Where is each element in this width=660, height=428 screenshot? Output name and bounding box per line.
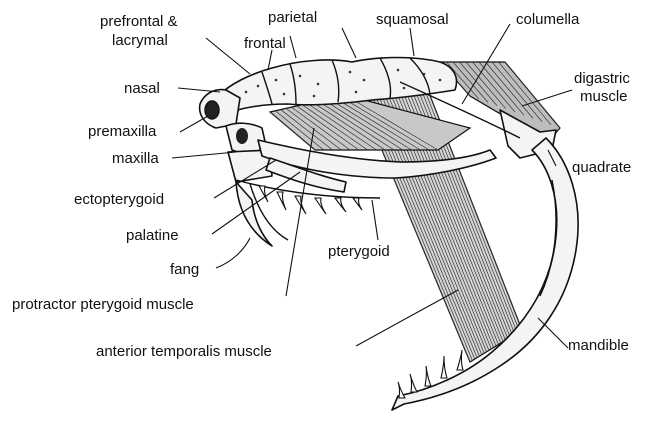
label-maxilla: maxilla <box>112 150 159 167</box>
label-pterygoid: pterygoid <box>328 243 390 260</box>
label-prefrontal-lacrymal-1: prefrontal & <box>100 13 178 30</box>
bone-texture-dot <box>245 91 248 94</box>
upper-tooth <box>335 198 346 212</box>
label-digastric-2: muscle <box>580 88 628 105</box>
bone-texture-dot <box>275 79 278 82</box>
bone-texture-dot <box>423 73 426 76</box>
bone-texture-dot <box>299 75 302 78</box>
label-digastric-1: digastric <box>574 70 630 87</box>
label-prefrontal-lacrymal-2: lacrymal <box>112 32 168 49</box>
bone-texture-dot <box>257 85 260 88</box>
label-quadrate: quadrate <box>572 159 631 176</box>
bone-texture-dot <box>403 87 406 90</box>
upper-tooth <box>315 198 326 214</box>
label-anterior-temporalis: anterior temporalis muscle <box>96 343 272 360</box>
upper-tooth <box>277 192 286 210</box>
label-columella: columella <box>516 11 580 28</box>
lower-tooth <box>457 350 463 370</box>
lower-tooth <box>410 374 417 392</box>
bone-texture-dot <box>363 79 366 82</box>
bone-texture-dot <box>317 83 320 86</box>
bone-texture-dot <box>313 95 316 98</box>
label-premaxilla: premaxilla <box>88 123 157 140</box>
bone-texture-dot <box>283 93 286 96</box>
label-squamosal: squamosal <box>376 11 449 28</box>
label-fang: fang <box>170 261 199 278</box>
label-frontal: frontal <box>244 35 286 52</box>
label-palatine: palatine <box>126 227 179 244</box>
label-parietal: parietal <box>268 9 317 26</box>
lower-tooth <box>425 366 431 386</box>
label-mandible: mandible <box>568 337 629 354</box>
lower-tooth <box>398 382 405 398</box>
label-protractor-pterygoid: protractor pterygoid muscle <box>12 296 194 313</box>
bone-texture-dot <box>355 91 358 94</box>
upper-tooth <box>353 198 362 210</box>
bone-texture-dot <box>349 71 352 74</box>
bone-texture-dot <box>397 69 400 72</box>
lower-tooth <box>441 356 447 378</box>
label-nasal: nasal <box>124 80 160 97</box>
bone-texture-dot <box>439 79 442 82</box>
label-ectopterygoid: ectopterygoid <box>74 191 164 208</box>
